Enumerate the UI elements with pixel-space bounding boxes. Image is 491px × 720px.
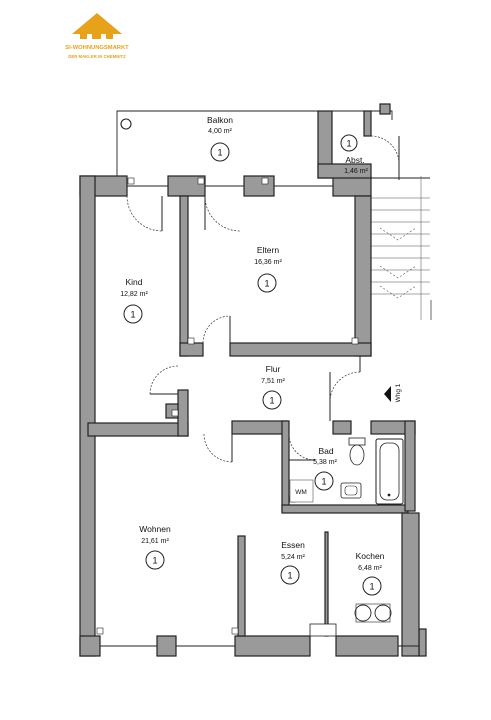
logo-window-left: [80, 31, 87, 39]
apartment-label: Whg 1: [395, 383, 402, 402]
bathtub: [375, 438, 404, 505]
room-badge-text: 1: [321, 477, 326, 487]
room-area: 16,36 m²: [254, 259, 282, 266]
room-name: Wohnen: [139, 524, 171, 534]
room-name: Kochen: [356, 551, 385, 561]
room-number-badge: [257, 273, 277, 293]
room-badge-text: 1: [264, 279, 269, 289]
window-notches: [96, 177, 359, 635]
room-number-badge: [210, 142, 230, 162]
room-balkon: Balkon 4,00 m² 1: [207, 115, 233, 162]
room-number-badge: [314, 471, 334, 491]
kitchen-stove: [354, 603, 392, 623]
room-badge-text: 1: [287, 571, 292, 581]
room-name: Abst.: [345, 155, 364, 165]
room-name: Kind: [125, 277, 142, 287]
logo-window-middle: [92, 30, 101, 39]
washing-machine: WM: [289, 479, 314, 503]
room-badge-text: 1: [152, 556, 157, 566]
room-number-badge: [145, 550, 165, 570]
room-area: 1,46 m²: [344, 168, 368, 175]
drain-symbol: [120, 118, 132, 130]
room-number-badge: [280, 565, 300, 585]
room-area: 7,51 m²: [261, 378, 285, 385]
entrance-arrow-icon: [384, 386, 391, 402]
room-badge-text: 1: [346, 139, 351, 149]
room-area: 6,48 m²: [358, 565, 382, 572]
toilet: [348, 437, 366, 466]
room-name: Bad: [318, 446, 333, 456]
room-area: 5,38 m²: [313, 459, 337, 466]
logo-window-right: [106, 31, 113, 39]
room-area: 5,24 m²: [281, 554, 305, 561]
room-bad: Bad 5,38 m² 1: [313, 446, 338, 491]
company-logo: SI-WOHNUNGSMARKT DER MAKLER IN CHEMNITZ: [65, 13, 129, 59]
staircase: [371, 176, 432, 320]
room-abstellraum: 1 Abst. 1,46 m²: [340, 134, 369, 175]
wm-label: WM: [295, 489, 307, 496]
room-essen: Essen 5,24 m² 1: [280, 540, 306, 585]
room-name: Eltern: [257, 245, 279, 255]
room-badge-text: 1: [217, 148, 222, 158]
walls: [79, 103, 427, 657]
room-kind: Kind 12,82 m² 1: [120, 277, 148, 324]
room-area: 4,00 m²: [208, 128, 232, 135]
room-badge-text: 1: [369, 582, 374, 592]
room-number-badge: [262, 390, 282, 410]
room-number-badge: [340, 134, 358, 152]
room-area: 21,61 m²: [141, 538, 169, 545]
room-number-badge: [362, 576, 382, 596]
doors: [109, 135, 400, 463]
room-wohnen: Wohnen 21,61 m² 1: [139, 524, 171, 570]
logo-roof: [72, 13, 122, 34]
room-name: Balkon: [207, 115, 233, 125]
room-eltern: Eltern 16,36 m² 1: [254, 245, 282, 293]
room-flur: Flur 7,51 m² 1: [261, 364, 286, 410]
room-name: Essen: [281, 540, 305, 550]
room-area: 12,82 m²: [120, 291, 148, 298]
logo-tagline: DER MAKLER IN CHEMNITZ: [68, 54, 126, 59]
room-name: Flur: [266, 364, 281, 374]
room-number-badge: [123, 304, 143, 324]
room-badge-text: 1: [269, 396, 274, 406]
room-kochen: Kochen 6,48 m² 1: [356, 551, 385, 596]
logo-name: SI-WOHNUNGSMARKT: [65, 45, 129, 51]
washbasin: [340, 482, 362, 499]
room-badge-text: 1: [130, 310, 135, 320]
